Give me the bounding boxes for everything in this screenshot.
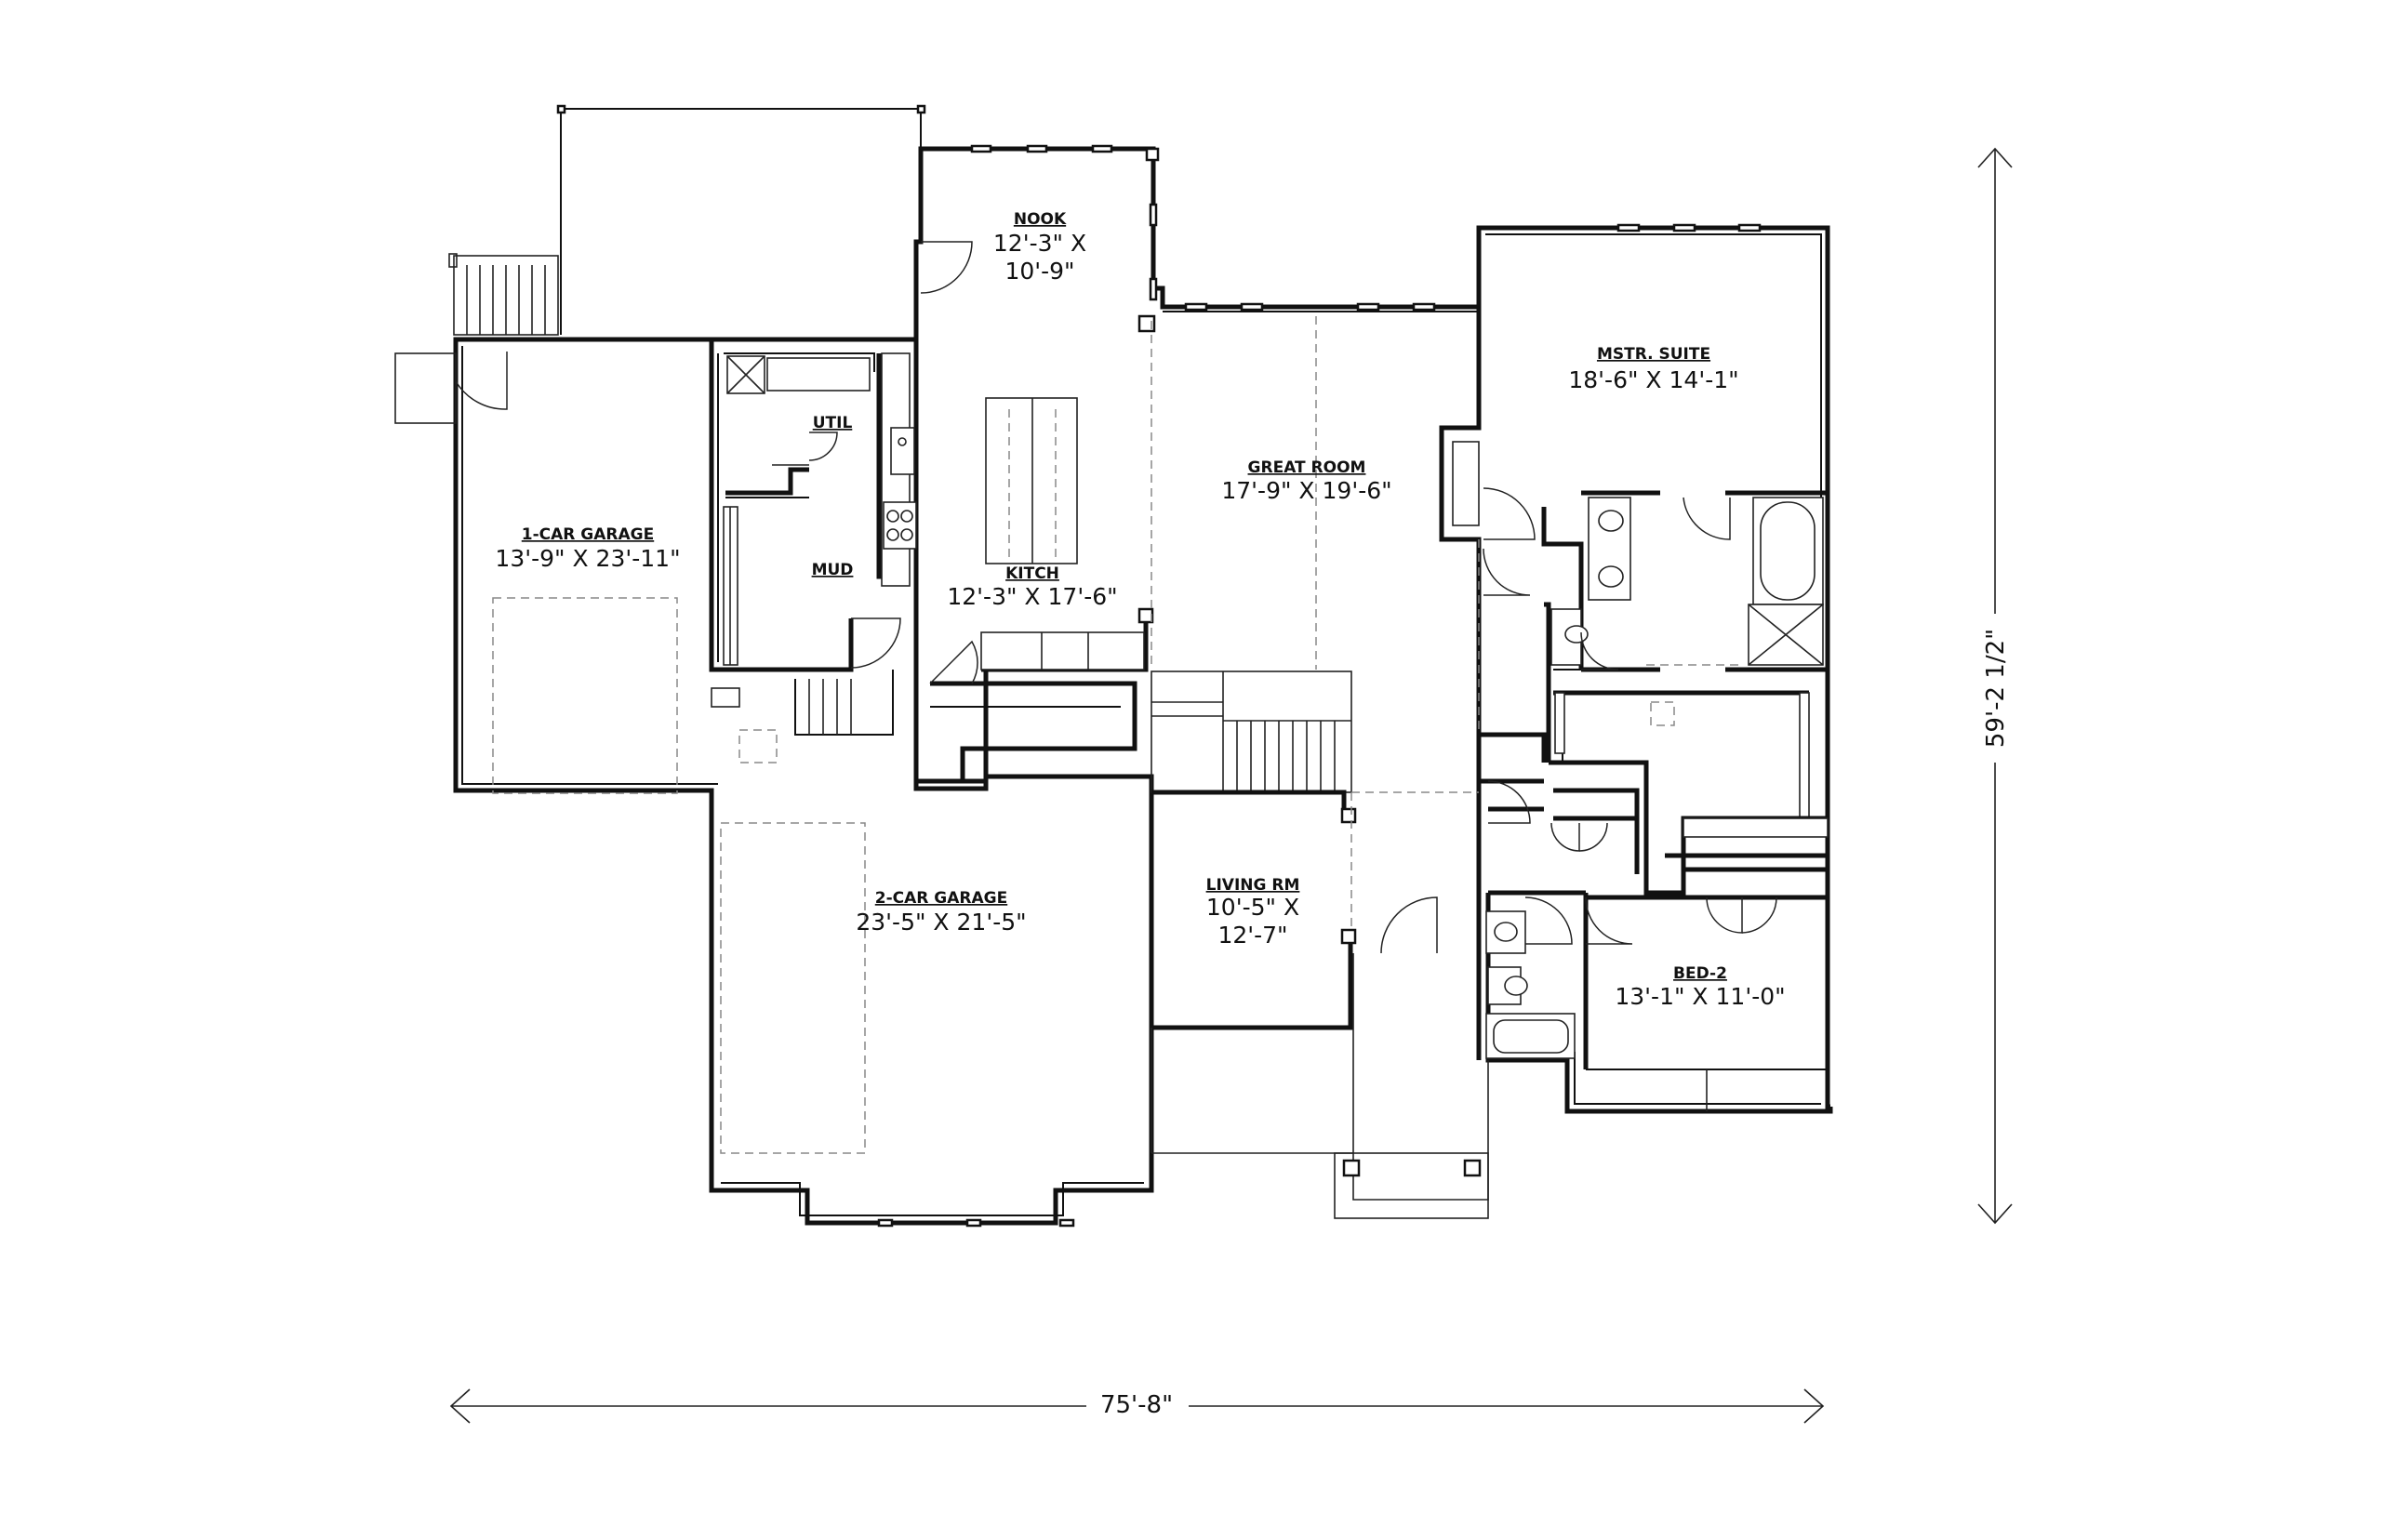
room-dims-bed-2: 13'-1" X 11'-0"	[1615, 983, 1785, 1010]
room-name-mud: MUD	[812, 561, 854, 579]
room-dims-nook-2: 10'-9"	[1004, 258, 1074, 285]
room-dims-1-car-garage: 13'-9" X 23'-11"	[495, 545, 680, 572]
room-dims-nook-1: 12'-3" X	[993, 230, 1086, 257]
depth-arrow-top	[1977, 147, 2013, 168]
room-name-living-rm: LIVING RM	[1206, 876, 1300, 895]
room-name-util: UTIL	[813, 414, 853, 432]
width-dimension: 75'-8"	[449, 1387, 1825, 1424]
room-dims-2-car-garage: 23'-5" X 21'-5"	[856, 909, 1026, 936]
interior-walls	[492, 307, 1829, 1154]
room-dims-living-rm-2: 12'-7"	[1217, 922, 1287, 949]
exterior-walls	[394, 104, 1833, 1226]
room-dims-living-rm-1: 10'-5" X	[1206, 894, 1299, 921]
room-name-nook: NOOK	[1014, 210, 1067, 229]
window-marks	[877, 144, 1762, 1228]
room-name-bed-2: BED-2	[1673, 964, 1727, 983]
room-name-kitch: KITCH	[1005, 564, 1059, 583]
overall-width-label: 75'-8"	[1100, 1391, 1173, 1419]
room-name-mstr-suite: MSTR. SUITE	[1597, 345, 1710, 364]
width-arrow-right	[1803, 1388, 1825, 1424]
room-name-1-car-garage: 1-CAR GARAGE	[522, 525, 654, 544]
room-name-great-room: GREAT ROOM	[1248, 458, 1366, 477]
room-dims-great-room: 17'-9" X 19'-6"	[1221, 477, 1391, 504]
width-arrow-left	[449, 1388, 471, 1424]
room-name-2-car-garage: 2-CAR GARAGE	[875, 889, 1007, 908]
room-dims-mstr-suite: 18'-6" X 14'-1"	[1568, 366, 1738, 393]
depth-arrow-bottom	[1977, 1203, 2013, 1225]
room-labels: NOOK 12'-3" X 10'-9" UTIL MUD 1-CAR GARA…	[495, 210, 1785, 1010]
door-swings	[455, 241, 1777, 954]
room-dims-kitch: 12'-3" X 17'-6"	[947, 583, 1117, 610]
overall-depth-label: 59'-2 1/2"	[1982, 629, 2010, 748]
depth-dimension: 59'-2 1/2"	[1976, 147, 2014, 1225]
